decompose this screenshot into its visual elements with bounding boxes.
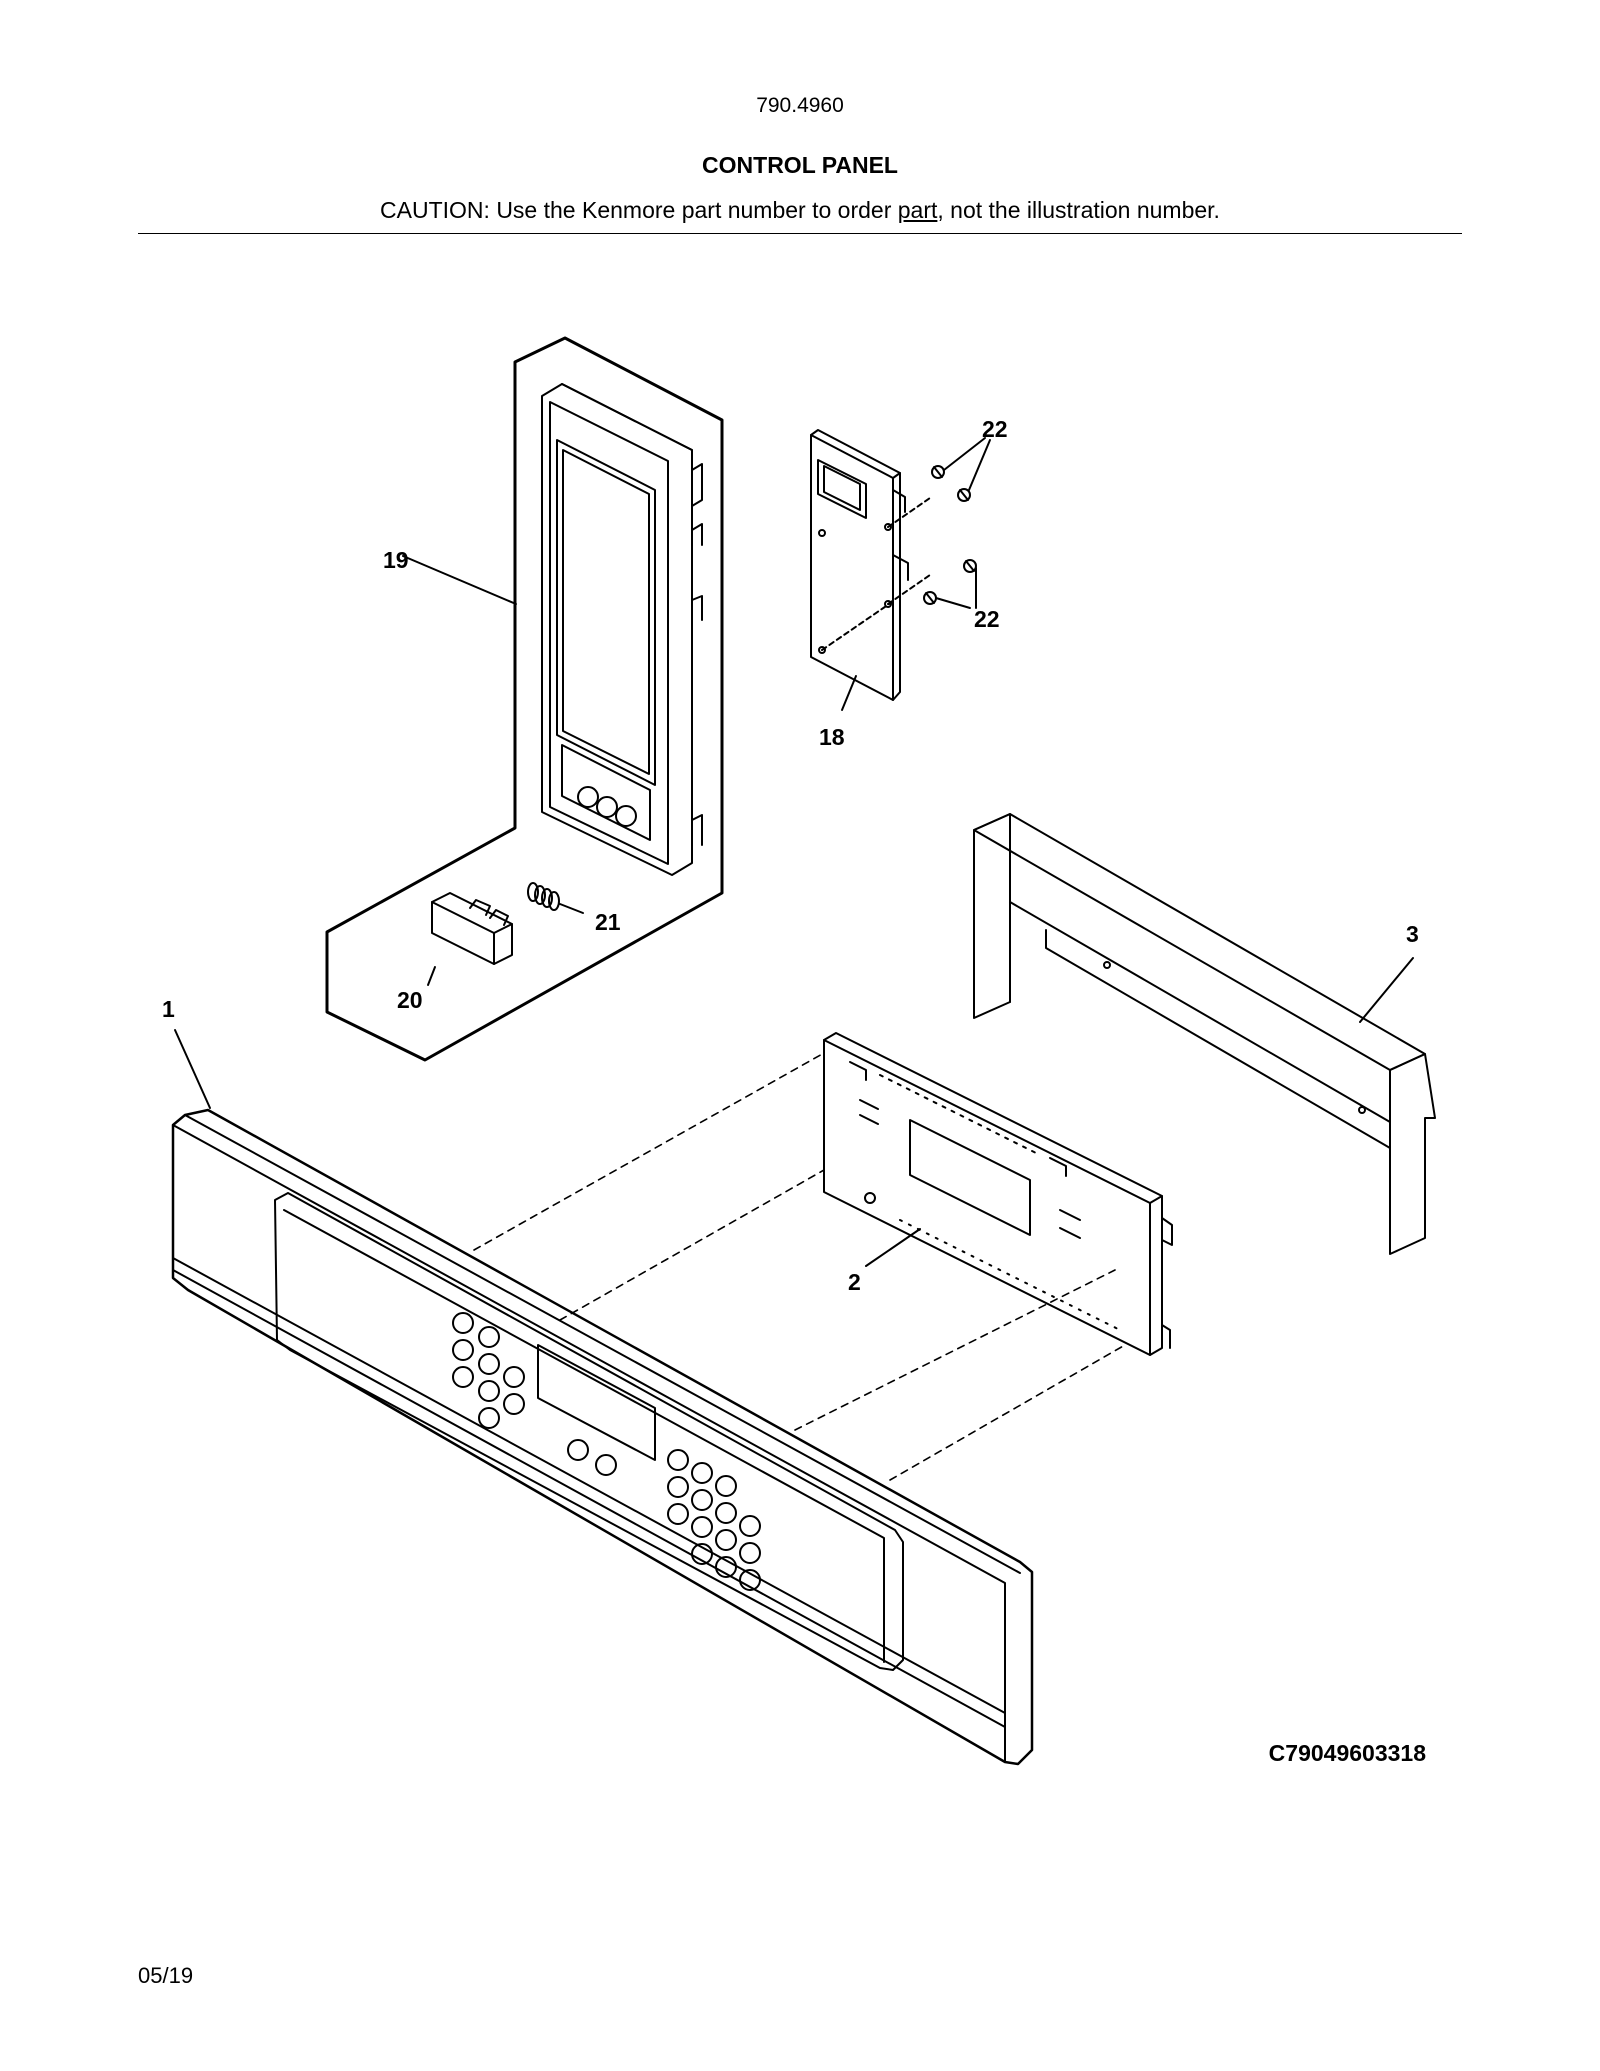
caution-note: CAUTION: Use the Kenmore part number to …: [0, 197, 1600, 224]
revision-date: 05/19: [138, 1963, 194, 1988]
callout-21: 21: [595, 909, 621, 935]
leader-18: [841, 675, 857, 711]
leader-2: [865, 1228, 921, 1267]
panel-keypad-center: [567, 1439, 617, 1476]
part-3-trim: [973, 813, 1436, 1255]
part-19-panel: [541, 383, 703, 876]
callout-22-bottom: 22: [974, 606, 1000, 632]
part-22-screws: [923, 437, 991, 609]
panel-keypad-right: [667, 1449, 761, 1591]
callout-2: 2: [848, 1269, 861, 1295]
part-20-knob: [431, 892, 513, 965]
diagram-id: C79049603318: [1268, 1740, 1426, 1766]
caution-suffix: , not the illustration number.: [937, 197, 1220, 223]
part-18-board: [810, 429, 931, 711]
caution-prefix: CAUTION: Use the Kenmore part number to …: [380, 197, 898, 223]
part-19-inset-group: [325, 336, 724, 1062]
callout-3: 3: [1406, 921, 1419, 947]
assembly-lines: [473, 1052, 1126, 1481]
header-divider: [138, 233, 1462, 234]
callout-20: 20: [397, 987, 423, 1013]
model-number: 790.4960: [756, 94, 844, 117]
callout-19: 19: [383, 547, 409, 573]
callout-18: 18: [819, 724, 845, 750]
leader-1: [174, 1029, 211, 1109]
part-1-panel: [171, 1029, 1034, 1766]
part-21-spring: [527, 882, 560, 911]
leader-20: [427, 966, 436, 986]
inset-outline: [325, 336, 724, 1062]
panel-keypad-left: [452, 1312, 525, 1429]
leader-3: [1359, 957, 1414, 1023]
leader-21: [559, 903, 584, 914]
part-2-control: [823, 1032, 1173, 1356]
callout-22-top: 22: [982, 416, 1008, 442]
caution-part-word: part: [897, 197, 938, 223]
callout-1: 1: [162, 996, 175, 1022]
leader-19: [402, 555, 517, 605]
page-title: CONTROL PANEL: [702, 152, 898, 178]
